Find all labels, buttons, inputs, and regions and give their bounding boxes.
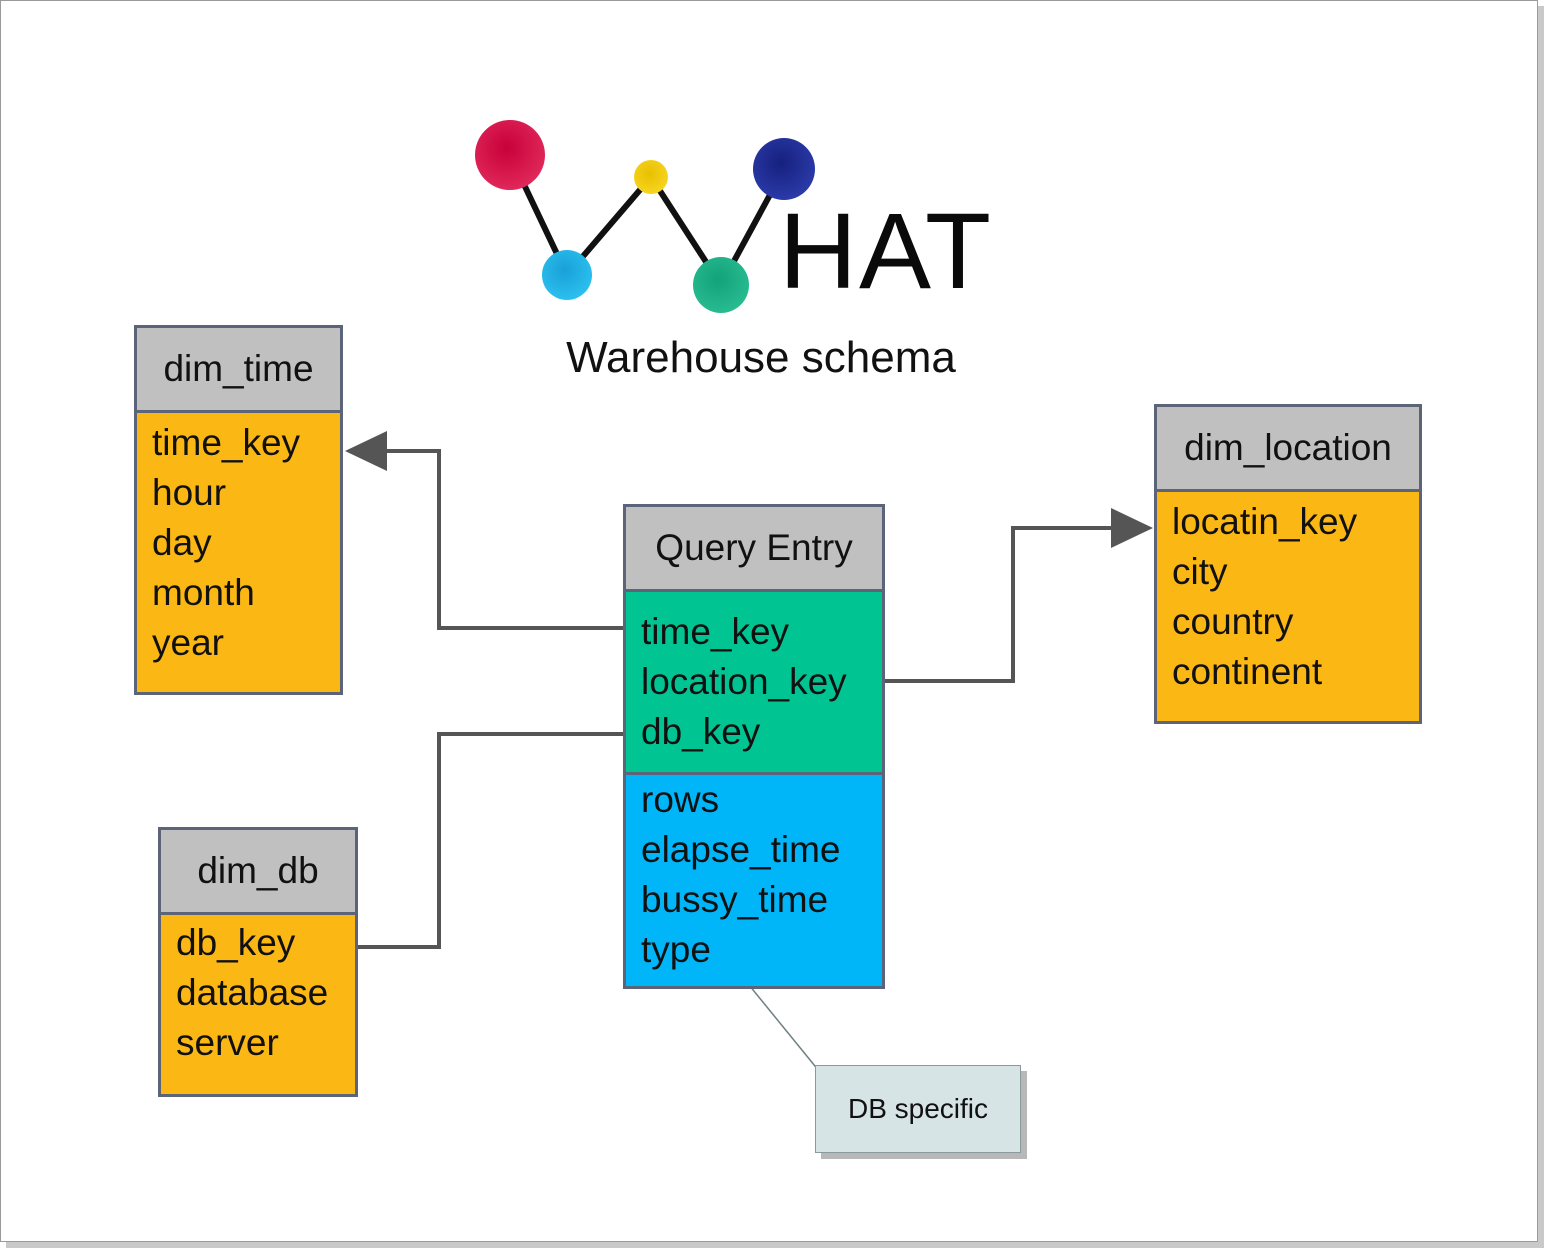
field-continent: continent: [1172, 651, 1323, 692]
field-location-key: location_key: [641, 661, 847, 702]
table-body: time_key hour day month year: [137, 413, 340, 692]
arrowhead-location: [1111, 508, 1153, 548]
what-logo-graphic: [475, 120, 815, 313]
logo-text: HAT: [779, 190, 993, 311]
field-database: database: [176, 972, 329, 1013]
table-measures-section: rows elapse_time bussy_time type: [626, 772, 882, 986]
logo-dot-navy: [753, 138, 815, 200]
field-country: country: [1172, 601, 1294, 642]
field-year: year: [152, 622, 224, 663]
field-time-key: time_key: [152, 422, 301, 463]
field-server: server: [176, 1022, 279, 1063]
table-body: db_key database server: [161, 915, 355, 1094]
field-day: day: [152, 522, 212, 563]
table-dim-location: dim_location locatin_key city country co…: [1154, 404, 1422, 724]
field-type: type: [641, 929, 711, 970]
table-header: Query Entry: [626, 507, 882, 592]
field-bussy-time: bussy_time: [641, 879, 829, 920]
diagram-title: Warehouse schema: [566, 333, 956, 382]
connector-location: [885, 526, 1111, 683]
note-db-specific: DB specific: [815, 1065, 1021, 1153]
field-db-key: db_key: [641, 711, 761, 752]
table-query-entry: Query Entry time_key location_key db_key…: [623, 504, 885, 989]
table-keys-section: time_key location_key db_key: [626, 592, 882, 772]
field-hour: hour: [152, 472, 227, 513]
table-body: locatin_key city country continent: [1157, 492, 1419, 721]
field-city: city: [1172, 551, 1228, 592]
table-header: dim_location: [1157, 407, 1419, 492]
logo-dot-green: [693, 257, 749, 313]
connector-time: [387, 449, 623, 630]
logo-dot-red: [475, 120, 545, 190]
field-month: month: [152, 572, 255, 613]
arrowhead-time: [345, 431, 387, 471]
field-db-key: db_key: [176, 922, 296, 963]
logo-dot-cyan: [542, 250, 592, 300]
field-elapse-time: elapse_time: [641, 829, 841, 870]
field-time-key: time_key: [641, 611, 790, 652]
table-header: dim_db: [161, 830, 355, 915]
logo-dot-yellow: [634, 160, 668, 194]
connector-db: [353, 732, 623, 949]
table-dim-time: dim_time time_key hour day month year: [134, 325, 343, 695]
table-header: dim_time: [137, 328, 340, 413]
field-rows: rows: [641, 779, 720, 820]
field-location-key: locatin_key: [1172, 501, 1358, 542]
table-dim-db: dim_db db_key database server: [158, 827, 358, 1097]
